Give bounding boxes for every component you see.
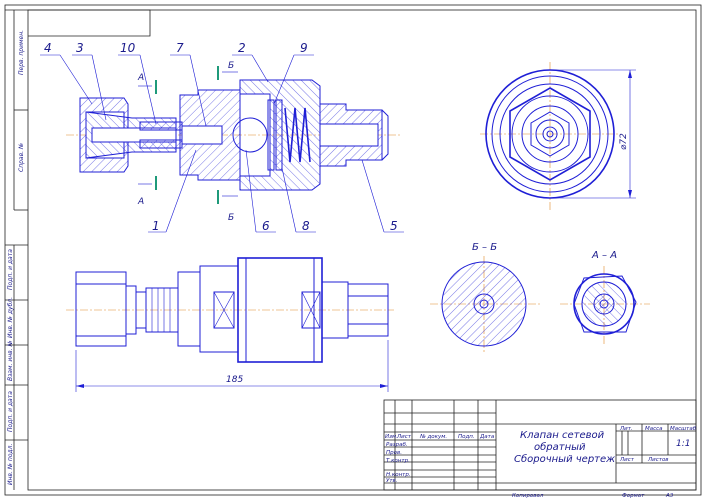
row-label-checked: Пров. — [386, 450, 402, 456]
callout-leaders — [40, 54, 404, 233]
mark-b-bottom: Б — [228, 213, 234, 223]
side-label-reference: Справ. № — [18, 143, 25, 172]
side-label-first-use: Перв. примен. — [18, 30, 25, 75]
scale-value: 1:1 — [676, 439, 690, 449]
row-label-approved: Утв. — [386, 478, 398, 484]
title-line-2: обратный — [534, 441, 586, 453]
callout-numbers: 4 3 10 7 2 9 1 6 8 5 — [44, 41, 398, 233]
side-label-sign-date-1: Подп. и дата — [7, 249, 14, 290]
row-label-tech-control: Т.контр. — [386, 458, 410, 464]
copied-label: Копировал — [512, 493, 544, 499]
side-label-orig-inv: Инв. № подл. — [7, 444, 14, 485]
title-block-text: Изм. Лист № докум. Подп. Дата Разраб. Пр… — [385, 426, 697, 499]
format-value: А3 — [665, 493, 674, 499]
exterior-view: 185 — [66, 257, 394, 392]
section-b-view: Б – Б — [430, 242, 540, 352]
callout-10: 10 — [120, 41, 136, 55]
col-header-sign: Подп. — [458, 434, 475, 440]
format-label: Формат — [622, 493, 645, 499]
side-labels: Перв. примен. Справ. № Подп. и дата Инв.… — [7, 30, 25, 485]
mark-a-bottom: А — [137, 197, 144, 207]
col-header-doc-no: № докум. — [419, 434, 447, 440]
callout-3: 3 — [76, 41, 84, 55]
callout-4: 4 — [44, 41, 52, 55]
scale-label: Масштаб — [670, 426, 697, 432]
title-block — [383, 399, 697, 491]
side-label-dup-inv: Инв. № дубл. — [7, 297, 14, 338]
callout-7: 7 — [176, 41, 184, 55]
col-header-change: Изм. — [385, 434, 398, 440]
side-label-sign-date-2: Подп. и дата — [7, 391, 14, 432]
section-a-view: А – А — [560, 250, 650, 346]
row-label-norm-control: Н.контр. — [386, 472, 411, 478]
mark-b-top: Б — [228, 61, 234, 71]
dim-diameter: ⌀72 — [619, 133, 629, 150]
dim-length: 185 — [226, 375, 243, 385]
section-b-label: Б – Б — [472, 242, 497, 253]
lit-label: Лит. — [619, 426, 633, 432]
end-view: ⌀72 — [480, 62, 636, 210]
callout-6: 6 — [262, 219, 270, 233]
frame — [4, 4, 702, 496]
col-header-sheet: Лист — [396, 434, 412, 440]
side-label-replace-inv: Взам. инв. № — [7, 340, 14, 381]
mark-a-top: А — [137, 73, 144, 83]
col-header-date: Дата — [479, 434, 495, 440]
title-line-1: Клапан сетевой — [520, 430, 605, 441]
callout-5: 5 — [390, 219, 398, 233]
sheet-label: Лист — [619, 457, 635, 463]
callout-2: 2 — [238, 41, 246, 55]
row-label-developed: Разраб. — [386, 442, 408, 448]
sectional-view — [66, 79, 402, 191]
mass-label: Масса — [645, 426, 663, 432]
section-markers: А А Б Б — [137, 61, 238, 223]
sheets-label: Листов — [647, 457, 669, 463]
callout-9: 9 — [300, 41, 308, 55]
callout-8: 8 — [302, 219, 310, 233]
title-line-3: Сборочный чертеж — [514, 453, 615, 465]
callout-1: 1 — [152, 219, 160, 233]
section-a-label: А – А — [591, 250, 617, 261]
